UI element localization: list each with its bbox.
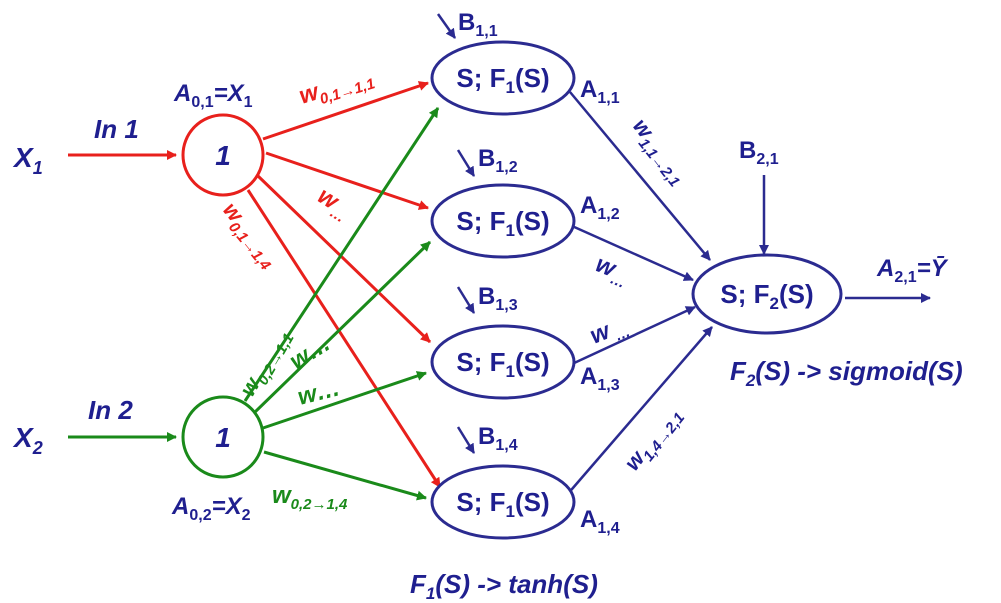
bias-b14-label: B1,4	[478, 423, 518, 454]
weight-w11-21-label: w1,1→2,1	[624, 114, 693, 191]
edge-h1-out	[569, 91, 711, 261]
output-node	[691, 253, 843, 335]
weight-w01-dots-label: w…	[311, 182, 356, 226]
bias-b13-label: B1,3	[478, 283, 518, 314]
weight-w02-11-label: w0,2→1,1	[235, 324, 298, 403]
bias-arrow-h2	[456, 149, 476, 177]
input-x1-label: X1	[12, 142, 43, 178]
output-node-label: S; F2(S)	[720, 279, 813, 313]
activation-a11-label: A1,1	[580, 76, 620, 107]
activation-a12-label: A1,2	[580, 192, 620, 223]
edge-in2-h1	[243, 107, 440, 402]
note-f1-tanh: F1(S) -> tanh(S)	[410, 569, 598, 603]
hidden-node-3	[430, 324, 576, 400]
edge-in2-h3	[262, 371, 427, 430]
hidden-node-1-label: S; F1(S)	[456, 63, 549, 97]
hidden-node-2	[430, 183, 576, 259]
input-node-2-label: 1	[215, 422, 231, 453]
in1-edge-label: In 1	[94, 114, 139, 144]
activation-a14-label: A1,4	[580, 506, 620, 537]
activation-a01-label: A0,1=X1	[173, 80, 253, 111]
output-result-label: A2,1=Ȳ	[876, 255, 949, 286]
bias-arrow-h3	[456, 286, 476, 314]
edge-in1-h3	[256, 174, 432, 344]
bias-b11-label: B1,1	[458, 9, 498, 40]
activation-a13-label: A1,3	[580, 363, 620, 394]
input-node-1-label: 1	[215, 140, 231, 171]
hidden-node-4	[430, 464, 576, 540]
input-x2-label: X2	[12, 422, 43, 458]
bias-arrow-h4	[456, 426, 476, 454]
activation-a02-label: A0,2=X2	[171, 493, 251, 524]
bias-b12-label: B1,2	[478, 145, 518, 176]
weight-w14-21-label: w1,4→2,1	[619, 401, 688, 478]
edge-in2-h4	[263, 450, 427, 501]
bias-b21-label: B2,1	[739, 137, 779, 168]
edge-in2-h2	[253, 240, 432, 414]
hidden-node-1	[430, 40, 576, 116]
weight-w02-14-label: w0,2→1,4	[272, 482, 348, 513]
bias-arrow-h1	[436, 13, 457, 39]
weight-w02-b-label: w…	[295, 374, 343, 411]
input-node-2	[181, 395, 265, 479]
note-f2-sigmoid: F2(S) -> sigmoid(S)	[730, 356, 963, 390]
hidden-node-3-label: S; F1(S)	[456, 347, 549, 381]
weight-w12-dots-label: w…	[590, 251, 633, 292]
edge-in1-h2	[265, 151, 429, 210]
edge-in1-h4	[246, 189, 442, 488]
hidden-node-4-label: S; F1(S)	[456, 487, 549, 521]
edge-h4-out	[565, 326, 713, 497]
edge-h2-out	[571, 224, 694, 282]
input-node-1	[181, 113, 265, 197]
weight-w01-14-label: w0,1→1,4	[214, 197, 284, 274]
hidden-node-2-label: S; F1(S)	[456, 206, 549, 240]
edge-in1-h1	[262, 81, 429, 141]
in2-edge-label: In 2	[88, 395, 133, 425]
edge-h3-out	[571, 305, 696, 366]
